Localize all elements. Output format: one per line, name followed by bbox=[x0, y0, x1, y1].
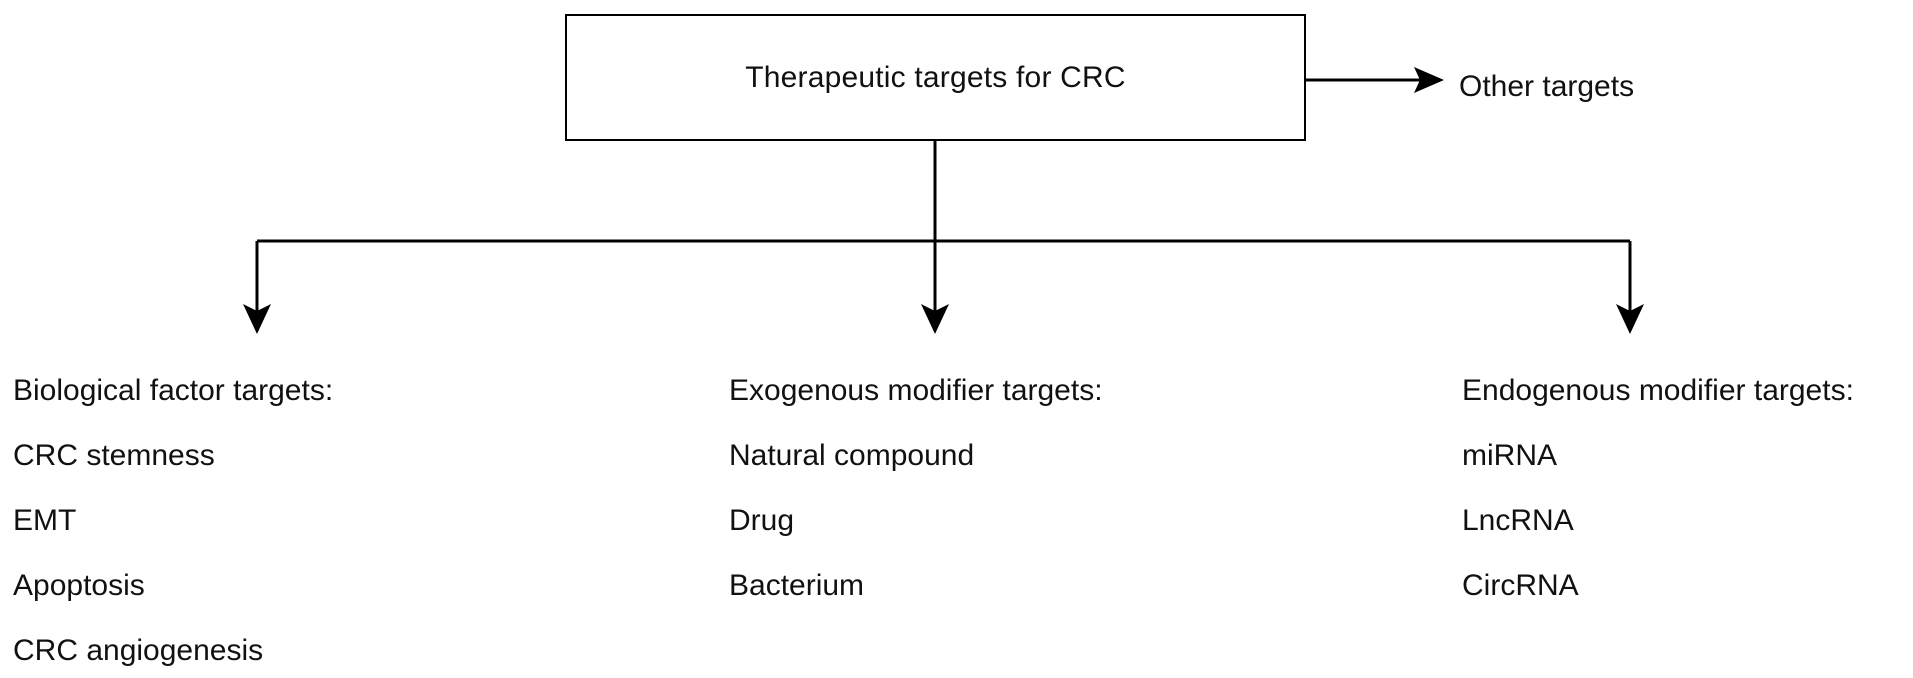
branch-item: miRNA bbox=[1462, 439, 1557, 472]
edge-root-to-endogenous-modifier-targets bbox=[1616, 241, 1644, 334]
edge-root-to-other-targets bbox=[1306, 67, 1444, 93]
branch-heading: Endogenous modifier targets: bbox=[1462, 374, 1854, 407]
root-node-label: Therapeutic targets for CRC bbox=[745, 60, 1126, 94]
branch-item: LncRNA bbox=[1462, 504, 1574, 537]
other-targets-node: Other targets bbox=[1459, 70, 1635, 103]
branch-heading: Exogenous modifier targets: bbox=[729, 374, 1103, 407]
branch-item: EMT bbox=[13, 504, 77, 537]
branch-heading: Biological factor targets: bbox=[13, 374, 334, 407]
branch-item: Apoptosis bbox=[13, 569, 145, 602]
branch-item: Natural compound bbox=[729, 439, 975, 472]
edge-root-to-exogenous-modifier-targets bbox=[921, 241, 949, 334]
endogenous-modifier-targets-node: Endogenous modifier targets: miRNA LncRN… bbox=[1462, 373, 1854, 604]
branch-item: Drug bbox=[729, 504, 795, 537]
branch-item-list: CRC stemness EMT Apoptosis CRC angiogene… bbox=[13, 438, 333, 669]
edge-root-to-biological-factor-targets bbox=[243, 241, 271, 334]
branch-item-list: miRNA LncRNA CircRNA bbox=[1462, 438, 1854, 604]
branch-item: CircRNA bbox=[1462, 569, 1579, 602]
branch-item-list: Natural compound Drug Bacterium bbox=[729, 438, 1103, 604]
branch-item: CRC stemness bbox=[13, 439, 215, 472]
root-node: Therapeutic targets for CRC bbox=[565, 14, 1306, 141]
branch-item: Bacterium bbox=[729, 569, 865, 602]
exogenous-modifier-targets-node: Exogenous modifier targets: Natural comp… bbox=[729, 373, 1103, 604]
biological-factor-targets-node: Biological factor targets: CRC stemness … bbox=[13, 373, 333, 669]
branch-item: CRC angiogenesis bbox=[13, 634, 264, 667]
